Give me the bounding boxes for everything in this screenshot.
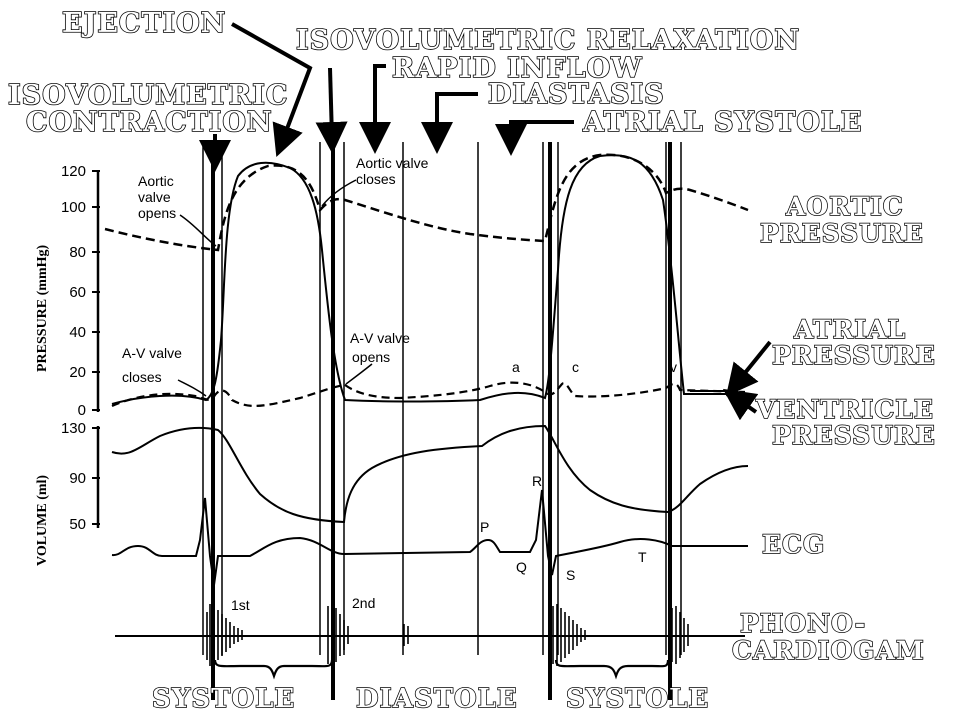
wave-t: T xyxy=(638,549,647,565)
heart-sound-2nd: 2nd xyxy=(352,595,375,611)
label-atrial: ATRIAL xyxy=(793,315,906,344)
arrow-ejection xyxy=(231,22,313,157)
volume-tick-130: 130 xyxy=(61,420,86,437)
pressure-axis-label: PRESSURE (mmHg) xyxy=(35,244,50,372)
atrial-pressure-curve xyxy=(111,381,746,408)
heart-sound-1st: 1st xyxy=(231,597,250,613)
ecg-trace xyxy=(111,489,748,586)
arrow-atrial-systole xyxy=(495,120,574,156)
wave-s: S xyxy=(566,567,575,583)
systole-diastole-braces xyxy=(213,659,670,680)
volume-tick-50: 50 xyxy=(69,516,86,533)
aortic-opens-line3: opens xyxy=(138,205,176,221)
aortic-closes-line2: closes xyxy=(356,171,396,187)
av-opens-pointer xyxy=(345,363,373,385)
label-isovolumetric-contraction-1: ISOVOLUMETRIC xyxy=(8,80,288,111)
arrow-diastasis xyxy=(421,92,478,154)
label-systole-1: SYSTOLE xyxy=(152,684,295,714)
pressure-tick-40: 40 xyxy=(69,324,86,341)
label-phono: PHONO- xyxy=(740,609,866,638)
label-diastasis: DIASTASIS xyxy=(488,79,665,110)
label-atrial-pressure: PRESSURE xyxy=(772,341,936,370)
wave-r: R xyxy=(532,473,542,489)
av-closes-pointer xyxy=(177,379,207,397)
phase-divider-lines xyxy=(202,142,682,700)
pressure-tick-0: 0 xyxy=(78,402,86,419)
phono-sounds xyxy=(206,604,689,666)
label-aortic: AORTIC xyxy=(785,192,904,221)
wave-a: a xyxy=(512,359,520,375)
pressure-axis: 120 100 80 60 40 20 0 PRESSURE (mmHg) xyxy=(35,163,100,419)
av-opens-line1: A-V valve xyxy=(350,330,410,346)
av-closes-line2: closes xyxy=(122,369,162,385)
label-ejection: EJECTION xyxy=(62,8,226,39)
label-rapid-inflow: RAPID INFLOW xyxy=(392,53,642,84)
arrow-isovolumetric-relaxation xyxy=(315,67,348,154)
aortic-opens-pointer xyxy=(179,214,217,247)
valve-annotations: Aortic valve opens Aortic valve closes A… xyxy=(122,155,429,397)
volume-axis-label: VOLUME (ml) xyxy=(35,475,50,566)
volume-axis: 130 90 50 VOLUME (ml) xyxy=(35,420,100,566)
aortic-pressure-curve xyxy=(104,153,749,252)
volume-tick-90: 90 xyxy=(69,470,86,487)
label-isovolumetric-relaxation: ISOVOLUMETRIC RELAXATION xyxy=(296,25,800,56)
aortic-opens-line1: Aortic xyxy=(138,173,174,189)
pressure-tick-60: 60 xyxy=(69,284,86,301)
pressure-tick-120: 120 xyxy=(61,163,86,180)
aortic-closes-pointer xyxy=(321,179,357,207)
wave-c: c xyxy=(572,359,579,375)
av-closes-line1: A-V valve xyxy=(122,345,182,361)
label-isovolumetric-contraction-2: CONTRACTION xyxy=(26,107,273,138)
pressure-tick-20: 20 xyxy=(69,364,86,381)
label-aortic-pressure: PRESSURE xyxy=(760,219,924,248)
label-cardiogam: CARDIOGAM xyxy=(732,636,925,665)
label-ventricle: VENTRICLE xyxy=(755,395,934,424)
wave-q: Q xyxy=(516,559,527,575)
pressure-tick-100: 100 xyxy=(61,199,86,216)
arrow-rapid-inflow xyxy=(359,64,391,154)
label-diastole: DIASTOLE xyxy=(356,684,518,714)
arrow-ventricle-pressure xyxy=(722,388,759,421)
aortic-opens-line2: valve xyxy=(138,189,171,205)
pressure-tick-80: 80 xyxy=(69,244,86,261)
label-ecg: ECG xyxy=(762,530,825,559)
wave-labels: a c v P Q R S T 1st 2nd xyxy=(231,359,677,613)
label-systole-2: SYSTOLE xyxy=(566,684,709,714)
av-opens-line2: opens xyxy=(352,349,390,365)
arrow-atrial-pressure xyxy=(725,340,772,397)
label-atrial-systole: ATRIAL SYSTOLE xyxy=(582,107,862,138)
aortic-closes-line1: Aortic valve xyxy=(356,155,429,171)
label-ventricle-pressure: PRESSURE xyxy=(772,421,936,450)
ventricle-pressure-curve xyxy=(111,154,745,405)
ventricle-volume-curve xyxy=(111,424,749,524)
wave-v: v xyxy=(670,359,677,375)
wave-p: P xyxy=(480,519,489,535)
